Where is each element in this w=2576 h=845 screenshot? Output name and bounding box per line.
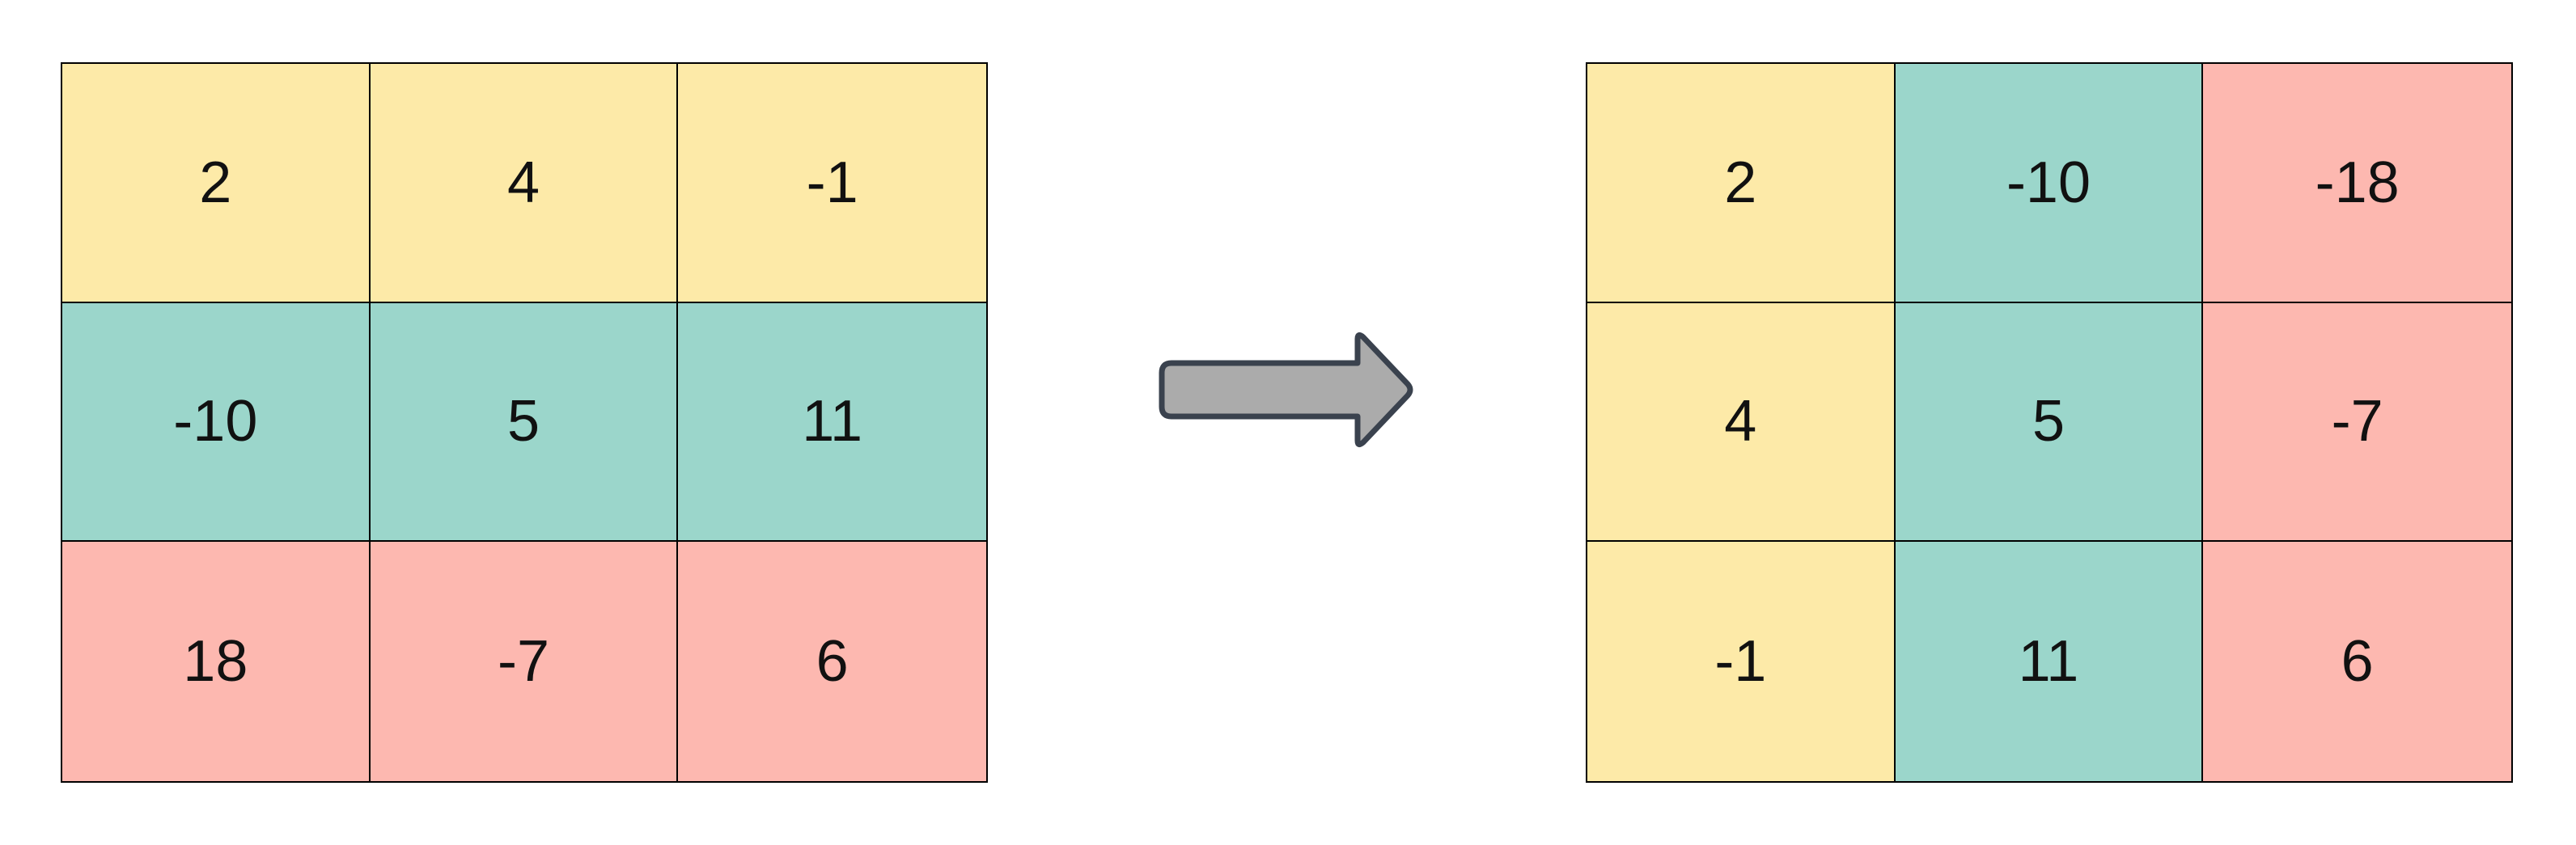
input-cell-r2-c1: -10 (62, 302, 371, 543)
output-cell-r2-c1: 4 (1587, 302, 1896, 543)
arrow-shape (1159, 332, 1413, 448)
input-cell-r1-c1: 2 (62, 64, 371, 303)
output-cell-r3-c1: -1 (1587, 542, 1896, 781)
input-cell-r1-c3: -1 (678, 64, 986, 303)
output-cell-r1-c1: 2 (1587, 64, 1896, 303)
right-arrow-icon (1159, 332, 1413, 448)
output-cell-r1-c3: -18 (2203, 64, 2511, 303)
input-matrix: 2 4 -1 -10 5 11 18 -7 6 (61, 62, 988, 783)
input-cell-r3-c1: 18 (62, 542, 371, 781)
input-cell-r2-c2: 5 (370, 302, 679, 543)
output-cell-r3-c3: 6 (2203, 542, 2511, 781)
input-cell-r3-c3: 6 (678, 542, 986, 781)
output-cell-r2-c2: 5 (1895, 302, 2204, 543)
output-cell-r3-c2: 11 (1895, 542, 2204, 781)
output-matrix: 2 -10 -18 4 5 -7 -1 11 6 (1586, 62, 2513, 783)
input-cell-r1-c2: 4 (370, 64, 679, 303)
output-cell-r2-c3: -7 (2203, 302, 2511, 543)
input-cell-r3-c2: -7 (370, 542, 679, 781)
input-cell-r2-c3: 11 (678, 302, 986, 543)
output-cell-r1-c2: -10 (1895, 64, 2204, 303)
